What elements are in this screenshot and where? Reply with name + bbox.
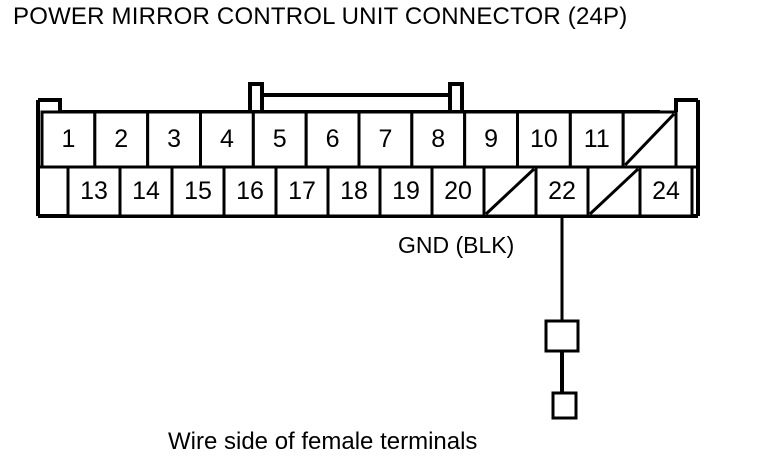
terminal-large-square — [544, 319, 580, 353]
top-row-cell — [621, 110, 678, 169]
pin-cell — [304, 110, 361, 169]
pin-cell — [199, 110, 255, 169]
locking-latch — [248, 82, 464, 112]
top-row-cell: 10 — [516, 110, 572, 169]
latch-left-post — [248, 82, 264, 112]
pin-cell — [516, 110, 572, 169]
pin-number-label: 22 — [548, 177, 576, 205]
pin-number-label: 1 — [61, 125, 75, 153]
bottom-row-cell: 14 — [118, 165, 174, 218]
bottom-row-cell: 22 — [534, 165, 590, 218]
top-row-cell: 7 — [357, 110, 414, 169]
pin-number-label: 14 — [132, 177, 160, 205]
blank-slash-icon — [588, 167, 640, 216]
pin-number-label: 20 — [444, 177, 472, 205]
pin-number-label: 18 — [340, 177, 368, 205]
top-row-cell: 9 — [463, 110, 519, 169]
bottom-row-cell: 16 — [222, 165, 278, 218]
pin-number-label: 4 — [220, 125, 234, 153]
top-row-cell: 3 — [146, 110, 203, 169]
pin-number-label: 11 — [584, 125, 610, 153]
pin-number-label: 15 — [184, 177, 212, 205]
bottom-row: 13 14 15 16 17 18 19 20 22 24 — [66, 165, 694, 218]
pin-number-label: 8 — [431, 125, 445, 153]
pin-number-label: 19 — [392, 177, 420, 205]
top-row-cell: 2 — [93, 110, 150, 169]
pin-number-label: 5 — [273, 125, 287, 153]
pin-number-label: 6 — [326, 125, 340, 153]
bottom-row-cell: 15 — [170, 165, 226, 218]
bottom-row-cell: 17 — [274, 165, 330, 218]
blank-slash-icon — [484, 167, 536, 216]
bottom-row-cell — [586, 165, 642, 218]
terminal-small-square — [551, 391, 578, 420]
top-row-cell: 1 — [40, 110, 97, 169]
pin-cell — [118, 165, 174, 218]
shell-top-right-edge — [674, 98, 698, 112]
shell-top-left-edge — [38, 98, 660, 114]
pin-number-label: 10 — [530, 125, 558, 153]
bottom-row-cell: 24 — [638, 165, 694, 218]
pin-cell — [378, 165, 434, 218]
pin-cell — [274, 165, 330, 218]
pin-number-label: 9 — [484, 125, 498, 153]
pin-cell — [638, 165, 694, 218]
top-row-cell: 6 — [304, 110, 361, 169]
pin-cell — [357, 110, 414, 169]
gnd-wire — [544, 218, 580, 420]
pin-cell — [463, 110, 519, 169]
top-row-cell: 5 — [251, 110, 308, 169]
pin-cell — [93, 110, 150, 169]
bottom-row-cell: 19 — [378, 165, 434, 218]
top-row-cell: 8 — [410, 110, 467, 169]
pin-cell — [170, 165, 226, 218]
top-row-cell: 4 — [199, 110, 255, 169]
pin-number-label: 3 — [167, 125, 181, 153]
pin-number-label: 24 — [652, 177, 680, 205]
bottom-row-cell: 18 — [326, 165, 382, 218]
page-title: POWER MIRROR CONTROL UNIT CONNECTOR (24P… — [13, 3, 628, 30]
pin-cell — [222, 165, 278, 218]
pin-cell — [66, 165, 122, 218]
pin-number-label: 17 — [288, 177, 316, 205]
bottom-row-cell: 20 — [430, 165, 486, 218]
pin-cell — [430, 165, 486, 218]
top-row: 1 2 3 4 5 6 7 8 9 10 11 — [40, 110, 678, 169]
pin-number-label: 16 — [236, 177, 264, 205]
bottom-row-cell — [482, 165, 538, 218]
bottom-row-cell: 13 — [66, 165, 122, 218]
gnd-wire-label: GND (BLK) — [398, 232, 515, 258]
blank-slash-icon — [624, 112, 676, 167]
pin-number-label: 7 — [378, 125, 392, 153]
pin-cell — [251, 110, 308, 169]
pin-number-label: 2 — [114, 125, 128, 153]
diagram-caption: Wire side of female terminals — [168, 428, 478, 455]
pin-number-label: 13 — [80, 177, 108, 205]
top-row-cell: 11 — [568, 110, 625, 169]
latch-right-post — [448, 82, 464, 112]
